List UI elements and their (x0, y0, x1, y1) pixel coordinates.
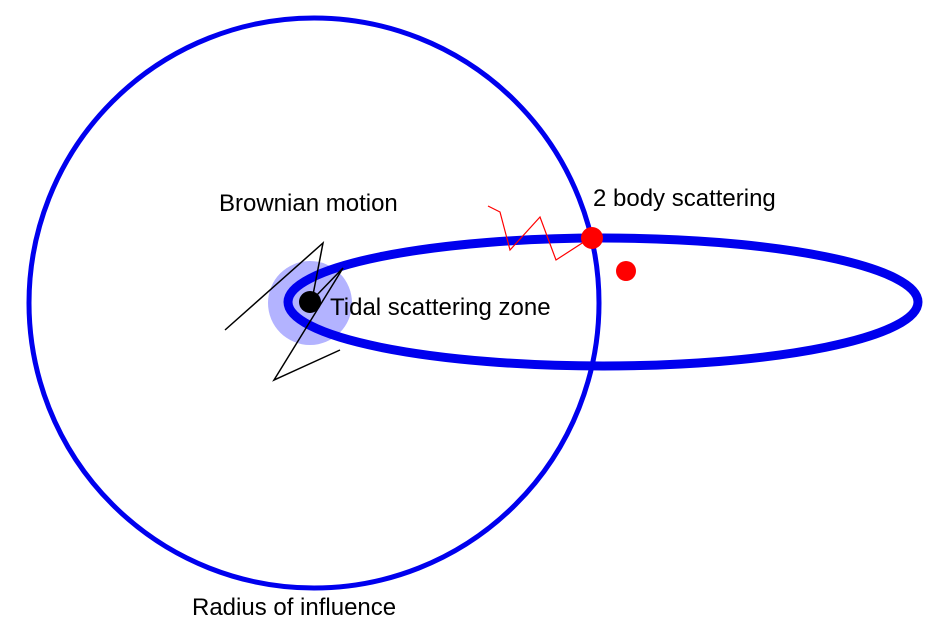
brownian-motion-path (224, 240, 344, 382)
radius-of-influence-circle (26, 15, 602, 591)
tidal-scattering-zone-label: Tidal scattering zone (330, 294, 551, 321)
radius-of-influence-label: Radius of influence (192, 594, 396, 621)
scattered-star-on-orbit (581, 227, 603, 249)
scattered-star-off-orbit (616, 261, 636, 281)
two-body-scattering-label: 2 body scattering (593, 185, 776, 212)
central-black-hole (299, 291, 321, 313)
two-body-scattering-path (487, 205, 591, 261)
brownian-motion-label: Brownian motion (219, 190, 398, 217)
